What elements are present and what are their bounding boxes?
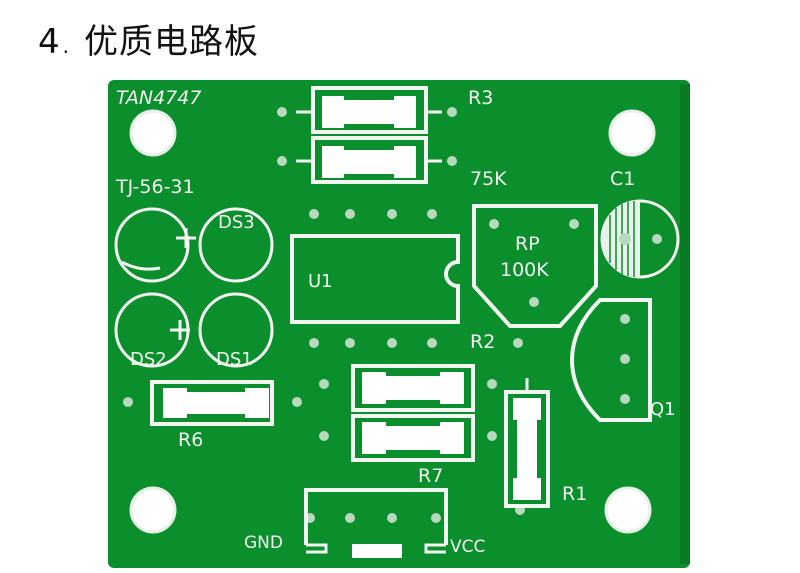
q1-footprint [569, 298, 652, 422]
r1-footprint [504, 378, 550, 508]
rp-footprint [472, 204, 598, 328]
mounting-holes [129, 109, 656, 534]
label-r3: R3 [468, 87, 493, 109]
led-footprints [114, 207, 274, 368]
label-rp-value: 100K [500, 259, 549, 281]
label-r6: R6 [178, 429, 203, 451]
label-ds1: DS1 [216, 349, 253, 370]
label-tj-56-31: TJ-56-31 [115, 176, 195, 198]
label-ds2: DS2 [130, 349, 167, 370]
label-rp: RP [515, 233, 540, 255]
label-75k: 75K [470, 168, 507, 190]
mid-resistor-lower [351, 414, 475, 462]
mid-resistor-upper [351, 364, 475, 412]
power-connector-footprint [304, 488, 448, 558]
label-brand: TAN4747 [116, 87, 201, 109]
label-c1: C1 [610, 168, 635, 190]
label-u1: U1 [308, 271, 333, 292]
label-r1: R1 [562, 483, 587, 505]
mounting-hole [604, 486, 652, 534]
label-r7: R7 [418, 465, 443, 487]
page-heading: 4. 优质电路板 [38, 14, 259, 63]
led-ds3 [198, 207, 274, 283]
heading-number: 4 [38, 22, 61, 62]
led-ds1 [198, 292, 274, 368]
u1-footprint [290, 234, 460, 324]
r3-footprint [296, 86, 442, 134]
led-ds-tl [114, 207, 190, 283]
label-q1: Q1 [650, 399, 676, 420]
r6-footprint [150, 380, 274, 426]
c1-footprint [600, 199, 680, 279]
label-vcc: VCC [450, 537, 485, 557]
vias [123, 107, 662, 523]
label-r2: R2 [470, 331, 495, 353]
label-gnd: GND [244, 533, 283, 553]
pcb-edge [680, 84, 690, 564]
mounting-hole [129, 486, 177, 534]
label-ds3: DS3 [218, 212, 255, 233]
mounting-hole [129, 109, 177, 157]
heading-title: 优质电路板 [84, 22, 259, 62]
mounting-hole [608, 109, 656, 157]
heading-separator: . [62, 34, 70, 58]
75k-resistor-footprint [296, 136, 442, 184]
